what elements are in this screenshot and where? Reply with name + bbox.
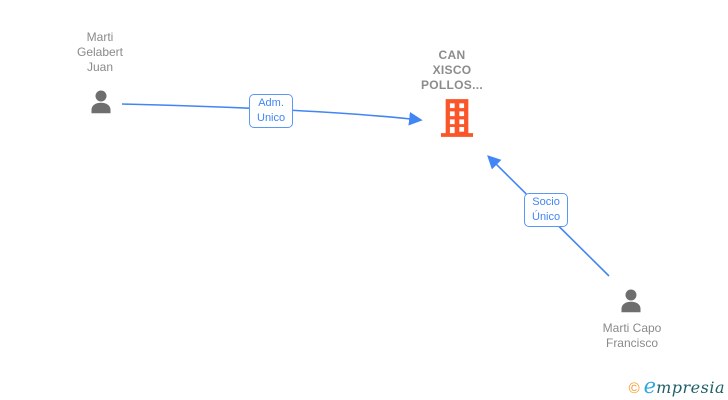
brand-initial: e <box>643 374 657 398</box>
person2-label-line2: Francisco <box>605 336 658 350</box>
person1-label-line2: Gelabert <box>76 45 124 59</box>
edge-label-socio-unico[interactable]: Socio Único <box>524 193 569 227</box>
edge-socio-line2: Único <box>532 211 561 223</box>
copyright-icon: © <box>628 380 640 397</box>
brand-name: mpresia <box>656 378 725 397</box>
empresia-logo[interactable]: © e mpresia <box>629 374 725 398</box>
edge-label-adm-unico[interactable]: Adm. Unico <box>249 94 294 128</box>
company-label-line1: CAN <box>438 48 466 62</box>
edge-adm-line2: Unico <box>257 112 286 124</box>
person1-label-line1: Marti <box>86 30 114 44</box>
edge-socio-line1: Socio <box>532 196 560 208</box>
company-label-line2: XISCO <box>432 63 472 77</box>
person2-label-line1: Marti Capo <box>602 321 662 335</box>
company-label-line3: POLLOS... <box>420 78 484 92</box>
person-icon <box>616 286 646 316</box>
building-icon <box>440 99 474 137</box>
person2-label[interactable]: Marti Capo Francisco <box>562 321 702 351</box>
person1-label[interactable]: Marti Gelabert Juan <box>30 30 170 75</box>
person-icon <box>86 87 116 117</box>
edge-adm-line1: Adm. <box>258 97 284 109</box>
company-label[interactable]: CAN XISCO POLLOS... <box>382 48 522 93</box>
person1-label-line3: Juan <box>86 60 114 74</box>
